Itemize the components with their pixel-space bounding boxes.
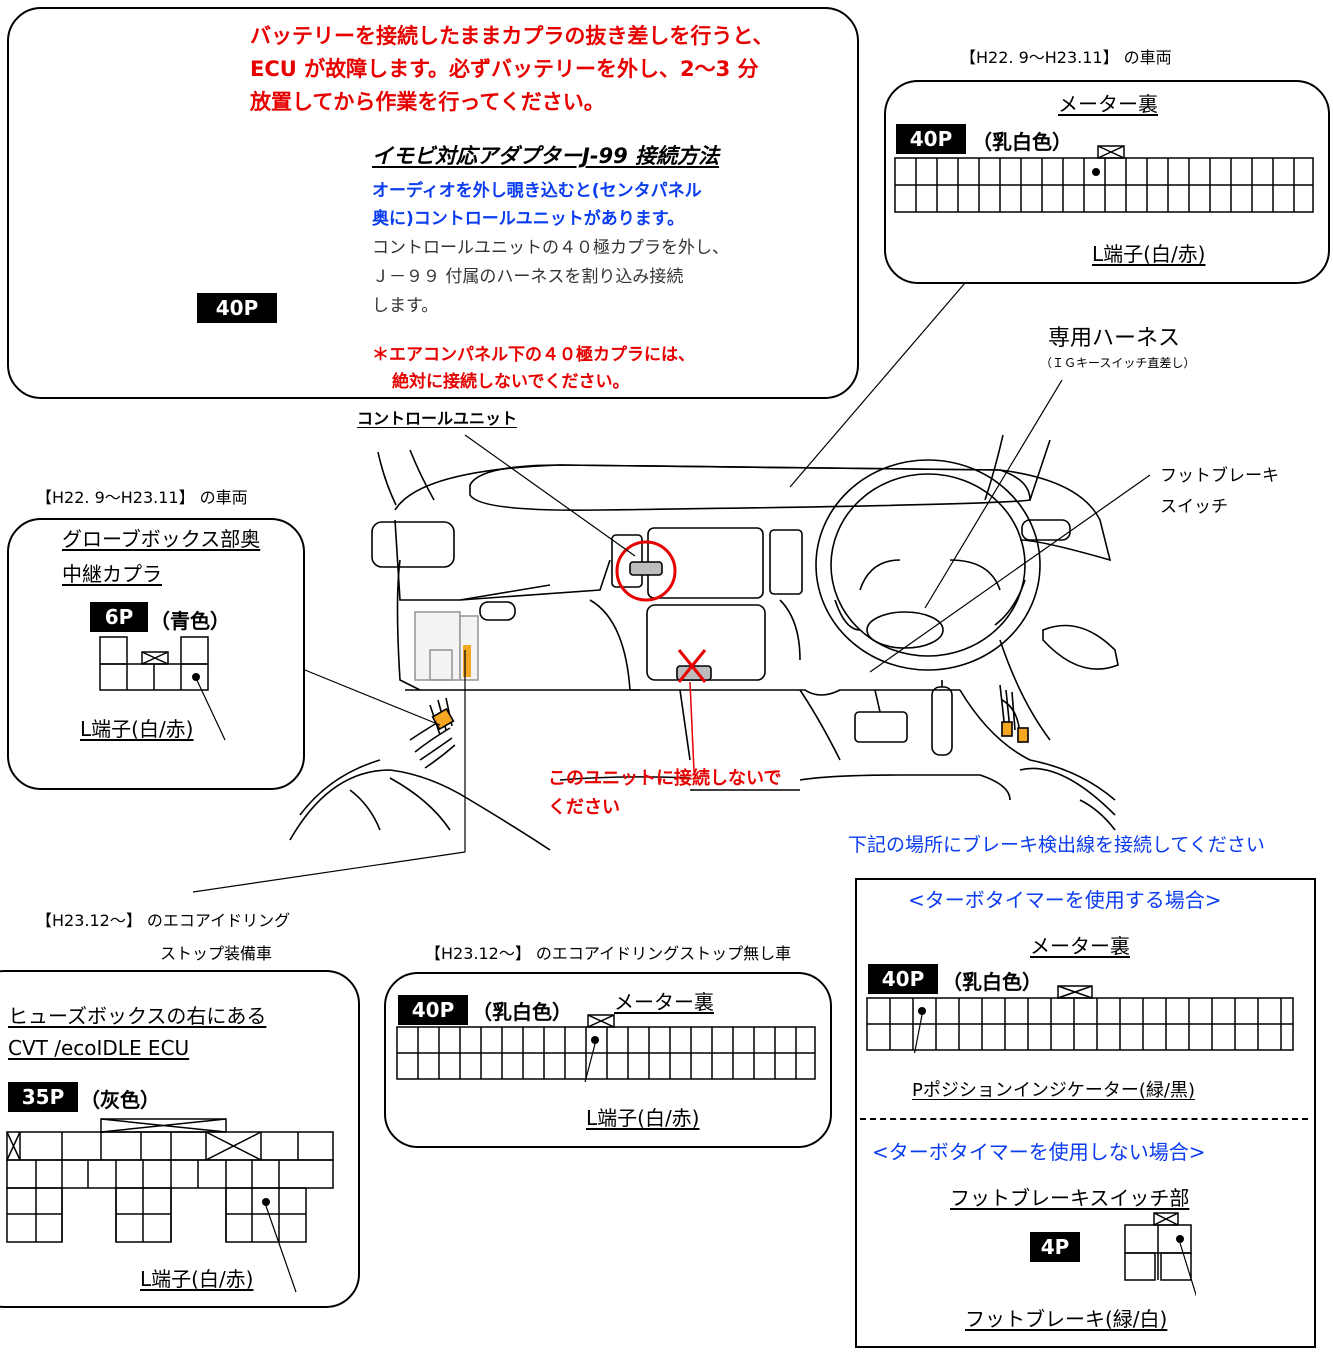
- eco-nostop-caption: 【H23.12～】 のエコアイドリングストップ無し車: [425, 944, 792, 963]
- glove-color: （青色）: [150, 609, 230, 633]
- foot-brake-label-2: スイッチ: [1160, 497, 1228, 517]
- glove-caption: 【H22. 9～H23.11】 の車両: [36, 488, 248, 507]
- warning-panel: [7, 7, 859, 399]
- eco-nostop-badge: 40P: [398, 995, 468, 1025]
- eco-nostop-color: （乳白色）: [472, 1000, 572, 1024]
- eco-stop-terminal-leader: [265, 1205, 297, 1293]
- meter-top-connector: [894, 145, 1314, 213]
- eco-stop-terminal: L端子(白/赤): [140, 1267, 254, 1291]
- eco-stop-caption-1: 【H23.12～】 のエコアイドリング: [36, 911, 291, 930]
- eco-nostop-connector: [396, 1014, 816, 1082]
- harness-title: 専用ハーネス: [1048, 326, 1181, 351]
- instruction-body-3: します。: [372, 296, 439, 316]
- meter-top-terminal: L端子(白/赤): [1092, 242, 1206, 266]
- eco-stop-badge: 35P: [8, 1082, 78, 1112]
- left-harness-drawing: [409, 697, 456, 769]
- right-harness-drawing: [999, 684, 1029, 743]
- glove-terminal: L端子(白/赤): [80, 717, 194, 741]
- eco-nostop-terminal: L端子(白/赤): [586, 1106, 700, 1130]
- turbo-use-terminal: Pポジションインジケーター(緑/黒): [912, 1080, 1195, 1101]
- glove-badge: 6P: [90, 602, 148, 632]
- instruction-body-2: Ｊ－９９ 付属のハーネスを割り込み接続: [372, 267, 684, 287]
- turbo-panel: [855, 878, 1316, 1348]
- turbo-use-connector: [866, 985, 1294, 1053]
- turbo-use-title: メーター裏: [1030, 934, 1130, 958]
- eco-nostop-title: メーター裏: [614, 990, 714, 1014]
- harness-subtitle: （ＩＧキースイッチ直差し）: [1040, 356, 1196, 370]
- no-connect-line-1: このユニットに接続しないで: [548, 768, 782, 789]
- turbo-use-color: （乳白色）: [942, 970, 1042, 994]
- turbo-use-heading: <ターボタイマーを使用する場合>: [908, 888, 1222, 912]
- meter-top-badge: 40P: [896, 124, 966, 154]
- brake-heading: 下記の場所にブレーキ検出線を接続してください: [848, 834, 1265, 856]
- foot-brake-label-1: フットブレーキ: [1160, 466, 1279, 486]
- glove-line-2: 中継カプラ: [62, 562, 162, 586]
- turbo-nouse-terminal: フットブレーキ(緑/白): [965, 1307, 1168, 1331]
- unit-connector-badge: 40P: [197, 293, 277, 323]
- turbo-divider: [860, 1118, 1308, 1120]
- turbo-nouse-title: フットブレーキスイッチ部: [950, 1186, 1190, 1210]
- eco-stop-caption-2: ストップ装備車: [160, 944, 273, 963]
- warning-line-3: 放置してから作業を行ってください。: [250, 90, 605, 114]
- eco-stop-line-1: ヒューズボックスの右にある: [8, 1004, 267, 1028]
- no-connect-line-2: ください: [548, 797, 620, 818]
- blue-instruction-2: 奥に)コントロールユニットがあります。: [372, 209, 685, 229]
- note-line-2: 絶対に接続しないでください。: [392, 372, 630, 392]
- control-unit-label: コントロールユニット: [357, 409, 518, 428]
- turbo-nouse-badge: 4P: [1030, 1232, 1080, 1262]
- glove-terminal-leader: [194, 675, 226, 741]
- meter-top-caption: 【H22. 9～H23.11】 の車両: [960, 48, 1172, 67]
- meter-top-color: （乳白色）: [972, 130, 1072, 154]
- warning-line-2: ECU が故障します。必ずバッテリーを外し、2～3 分: [250, 57, 759, 81]
- note-line-1: ＊エアコンパネル下の４０極カプラには、: [372, 345, 695, 365]
- meter-top-title: メーター裏: [1058, 92, 1158, 116]
- glovebox-panel: [7, 518, 305, 790]
- turbo-nouse-connector: [1124, 1212, 1196, 1297]
- turbo-use-badge: 40P: [868, 964, 938, 994]
- dashboard-drawing: [289, 434, 1119, 851]
- eco-stop-color: （灰色）: [80, 1088, 160, 1112]
- turbo-nouse-heading: <ターボタイマーを使用しない場合>: [872, 1140, 1206, 1164]
- eco-stop-line-2: CVT /ecoIDLE ECU: [8, 1036, 190, 1060]
- glove-line-1: グローブボックス部奥: [62, 527, 261, 551]
- instruction-body-1: コントロールユニットの４０極カプラを外し、: [372, 238, 729, 258]
- install-method-title: イモビ対応アダプターJ-99 接続方法: [372, 144, 720, 168]
- warning-line-1: バッテリーを接続したままカプラの抜き差しを行うと、: [250, 24, 774, 48]
- eco-stop-panel: [0, 970, 360, 1308]
- eco-stop-connector: [6, 1118, 334, 1243]
- blue-instruction-1: オーディオを外し覗き込むと(センタパネル: [372, 181, 702, 201]
